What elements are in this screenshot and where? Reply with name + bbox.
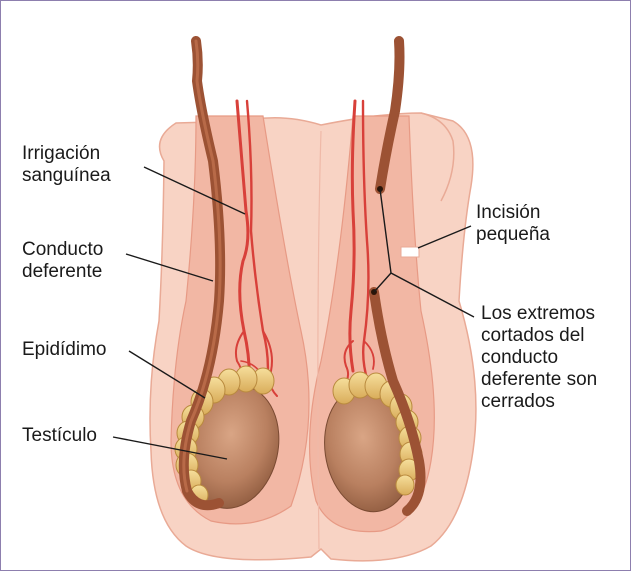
label-line: cortados del xyxy=(481,325,597,347)
label-line: Los extremos xyxy=(481,303,597,325)
label-incision: Incisión pequeña xyxy=(476,202,550,246)
label-line: Incisión xyxy=(476,202,550,224)
label-line: Epidídimo xyxy=(22,339,107,361)
label-line: pequeña xyxy=(476,224,550,246)
label-line: Conducto xyxy=(22,239,103,261)
label-line: Testículo xyxy=(22,425,97,447)
label-blood-supply: Irrigación sanguínea xyxy=(22,143,111,187)
label-line: deferente son xyxy=(481,369,597,391)
label-line: deferente xyxy=(22,261,103,283)
label-line: conducto xyxy=(481,347,597,369)
incision-mark xyxy=(401,247,419,257)
label-vas-deferens: Conducto deferente xyxy=(22,239,103,283)
label-cut-ends: Los extremos cortados del conducto defer… xyxy=(481,303,597,413)
label-line: cerrados xyxy=(481,391,597,413)
label-line: Irrigación xyxy=(22,143,111,165)
label-line: sanguínea xyxy=(22,165,111,187)
label-testicle: Testículo xyxy=(22,425,97,447)
label-epididymis: Epidídimo xyxy=(22,339,107,361)
